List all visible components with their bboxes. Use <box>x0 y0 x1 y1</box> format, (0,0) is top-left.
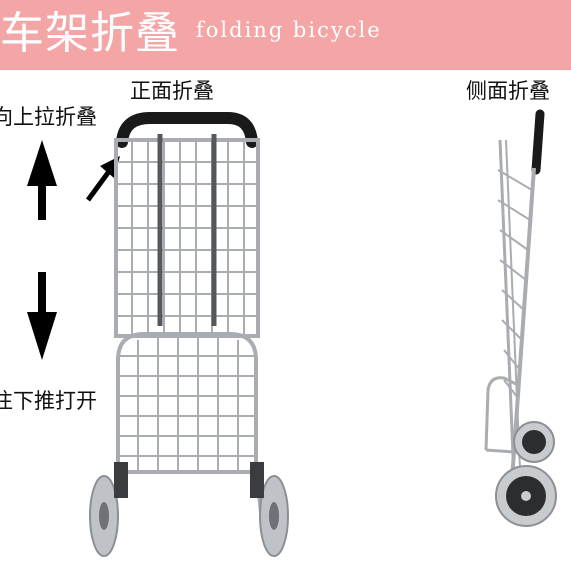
push-down-label: 往下推打开 <box>0 389 97 413</box>
banner-title: 车架折叠 <box>0 8 180 59</box>
pull-up-label: 向上拉折叠 <box>0 105 97 129</box>
cart-front-wheels <box>89 462 289 557</box>
cart-front-view <box>110 112 264 521</box>
arrow-down-icon <box>27 272 57 360</box>
arrow-up-icon <box>27 140 57 220</box>
cart-side-wheels <box>495 421 557 527</box>
cart-side-view <box>484 109 545 481</box>
header-banner: 车架折叠 folding bicycle <box>0 0 571 70</box>
side-fold-label: 侧面折叠 <box>466 79 550 103</box>
banner-subtitle: folding bicycle <box>196 18 382 42</box>
front-fold-label: 正面折叠 <box>130 79 214 103</box>
